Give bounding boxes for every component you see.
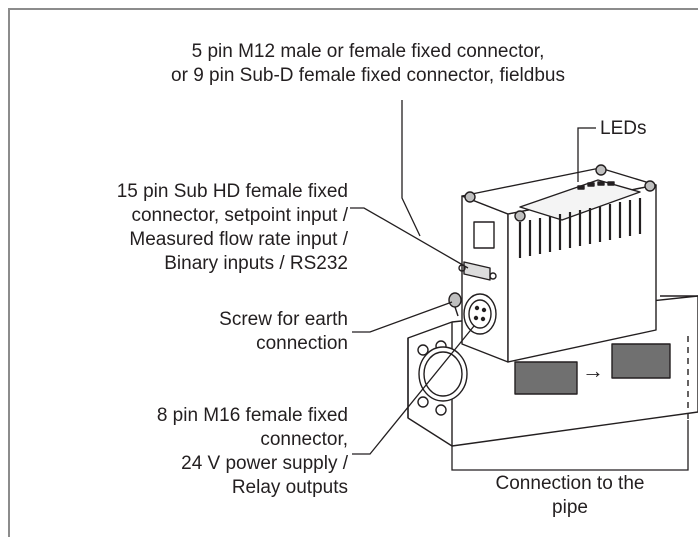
label-fieldbus-line1: 5 pin M12 male or female fixed connector…	[191, 41, 545, 62]
leader-m16	[352, 325, 475, 455]
leader-earth	[352, 301, 453, 333]
label-m16: 8 pin M16 female fixed connector, 24 V p…	[40, 404, 348, 500]
frame-border-left	[8, 8, 10, 537]
leader-pipe	[451, 420, 689, 471]
earth-screw	[448, 292, 462, 317]
label-leds: LEDs	[600, 118, 647, 139]
leader-leds	[577, 127, 580, 182]
label-sub-hd: 15 pin Sub HD female fixed connector, se…	[40, 180, 348, 276]
housing	[461, 164, 657, 363]
window-left	[514, 361, 578, 395]
window-right	[611, 343, 671, 379]
label-fieldbus: 5 pin M12 male or female fixed connector…	[30, 40, 698, 88]
label-earth-line2: connection	[256, 333, 348, 354]
frame-border-top	[8, 8, 698, 10]
label-pipe-line2: pipe	[552, 497, 588, 518]
label-fieldbus-line2: or 9 pin Sub-D female fixed connector, f…	[171, 65, 565, 86]
label-sub-hd-line1: 15 pin Sub HD female fixed	[116, 181, 348, 202]
cooling-fins	[518, 198, 642, 258]
label-sub-hd-line4: Binary inputs / RS232	[164, 253, 348, 274]
label-sub-hd-line2: connector, setpoint input /	[131, 205, 348, 226]
m16-connector	[463, 293, 497, 335]
label-m16-line2: connector,	[260, 429, 348, 450]
label-m16-line4: Relay outputs	[231, 477, 348, 498]
label-pipe: Connection to the pipe	[470, 472, 670, 520]
label-earth: Screw for earth connection	[40, 308, 348, 356]
label-m16-line3: 24 V power supply /	[181, 453, 348, 474]
label-earth-line1: Screw for earth	[219, 309, 348, 330]
flow-arrow: →	[582, 358, 604, 383]
label-sub-hd-line3: Measured flow rate input /	[129, 229, 348, 250]
leader-sub-hd	[350, 207, 469, 269]
leader-fieldbus	[401, 100, 421, 237]
pipe-port	[418, 346, 468, 402]
label-m16-line1: 8 pin M16 female fixed	[156, 405, 348, 426]
label-pipe-line1: Connection to the	[495, 473, 645, 494]
